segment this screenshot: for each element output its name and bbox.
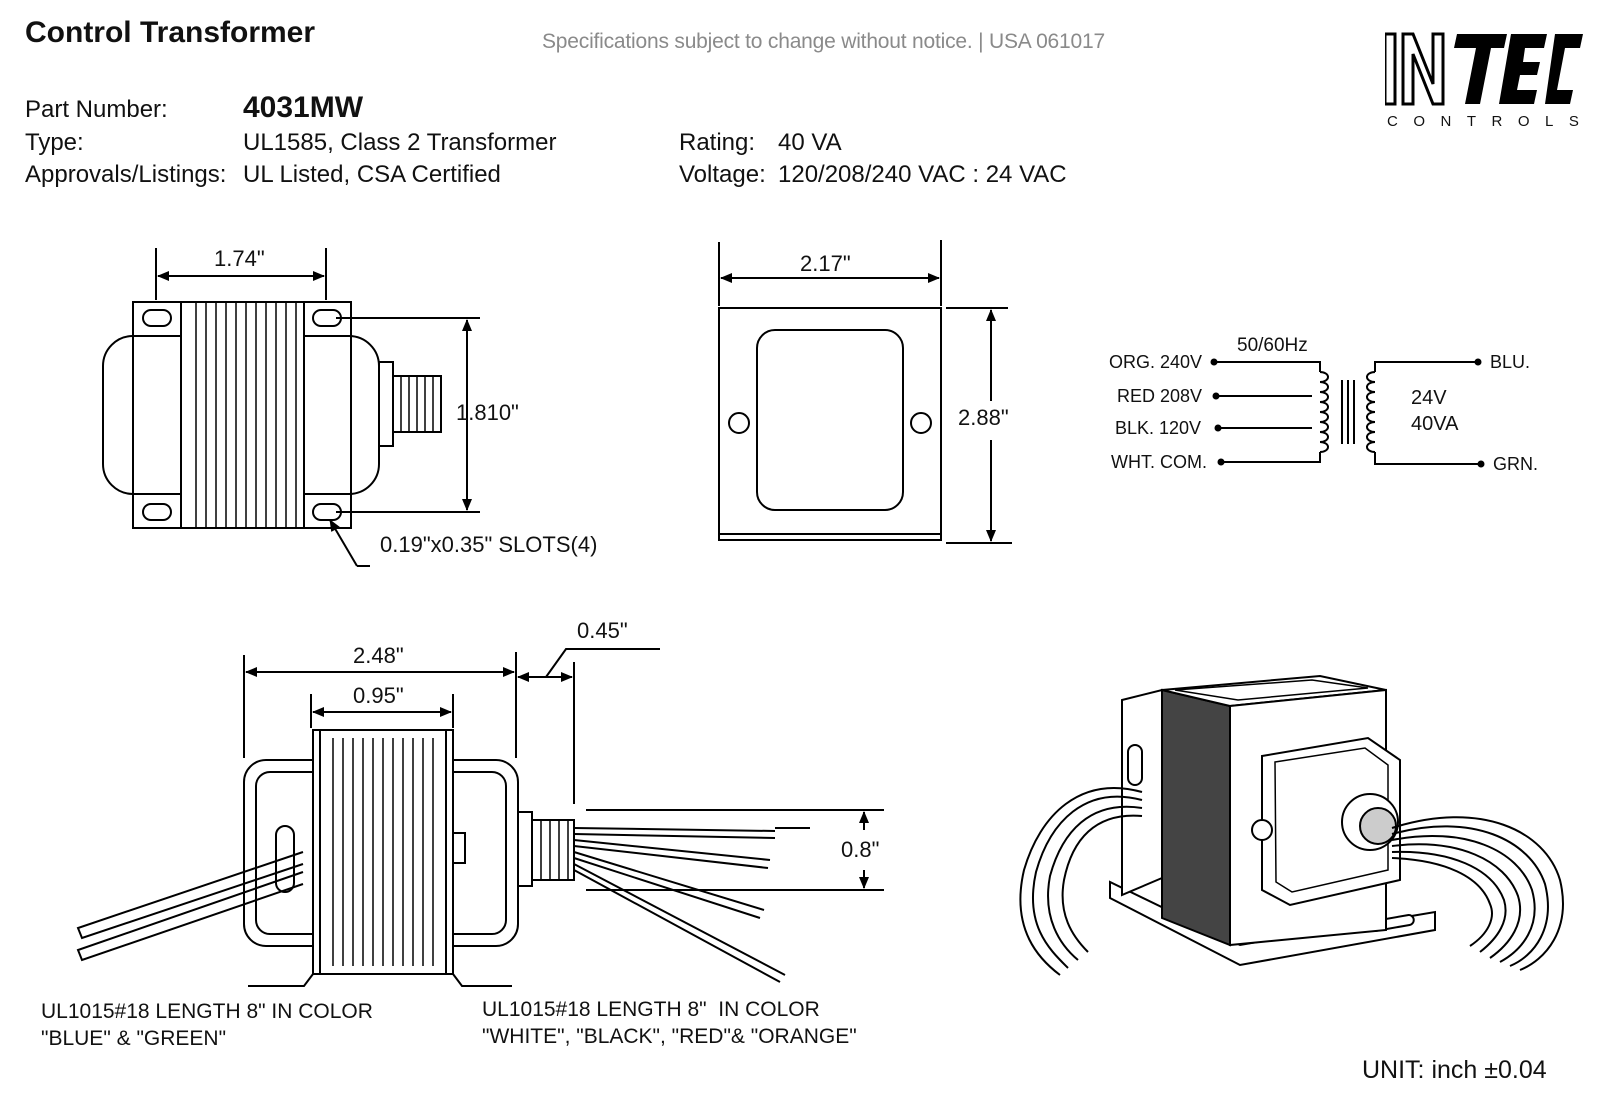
top-height-dim: 1.810" [456,400,519,425]
primary-lead-black: BLK. 120V [1115,418,1201,438]
secondary-lead-green: GRN. [1493,454,1538,474]
secondary-va: 40VA [1411,413,1459,435]
approvals-label: Approvals/Listings: [25,161,227,188]
part-number-value: 4031MW [243,91,364,124]
unit-tolerance-note: UNIT: inch ±0.04 [1362,1056,1547,1084]
rating-label: Rating: [679,129,756,156]
lead-note-secondary: UL1015#18 LENGTH 8" IN COLOR "BLUE" & "G… [41,1000,373,1050]
primary-lead-red: RED 208V [1117,386,1202,406]
approvals-value: UL Listed, CSA Certified [243,161,501,188]
isometric-view-drawing [1019,674,1564,976]
end-height-dim: 2.88" [958,405,1009,430]
voltage-value: 120/208/240 VAC : 24 VAC [778,161,1067,188]
core-width-dim: 0.95" [353,683,404,708]
lead-note-primary: UL1015#18 LENGTH 8" IN COLOR "WHITE", "B… [482,998,857,1048]
end-view-drawing [718,240,1012,544]
slots-note: 0.19"x0.35" SLOTS(4) [380,532,597,557]
lead-spread-dim: 0.8" [841,837,879,862]
overall-length-dim: 2.48" [353,643,404,668]
voltage-label: Voltage: [679,161,766,188]
secondary-voltage: 24V [1411,387,1447,409]
svg-text:CONTROLS: CONTROLS [1387,113,1585,130]
end-width-dim: 2.17" [800,251,851,276]
bushing-dim: 0.45" [577,618,628,643]
top-view-drawing [102,248,480,567]
primary-lead-white: WHT. COM. [1111,452,1207,472]
type-label: Type: [25,129,84,156]
part-number-label: Part Number: [25,96,168,123]
secondary-lead-blue: BLU. [1490,352,1530,372]
spec-notice: Specifications subject to change without… [542,30,1105,53]
intec-logo: CONTROLS [1385,32,1585,130]
rating-value: 40 VA [778,129,842,156]
primary-lead-orange: ORG. 240V [1109,352,1202,372]
type-value: UL1585, Class 2 Transformer [243,129,557,156]
wiring-schematic [1210,358,1485,468]
side-view-drawing [76,648,884,987]
page-title: Control Transformer [25,16,316,49]
frequency-label: 50/60Hz [1237,335,1308,356]
top-width-dim: 1.74" [214,246,265,271]
